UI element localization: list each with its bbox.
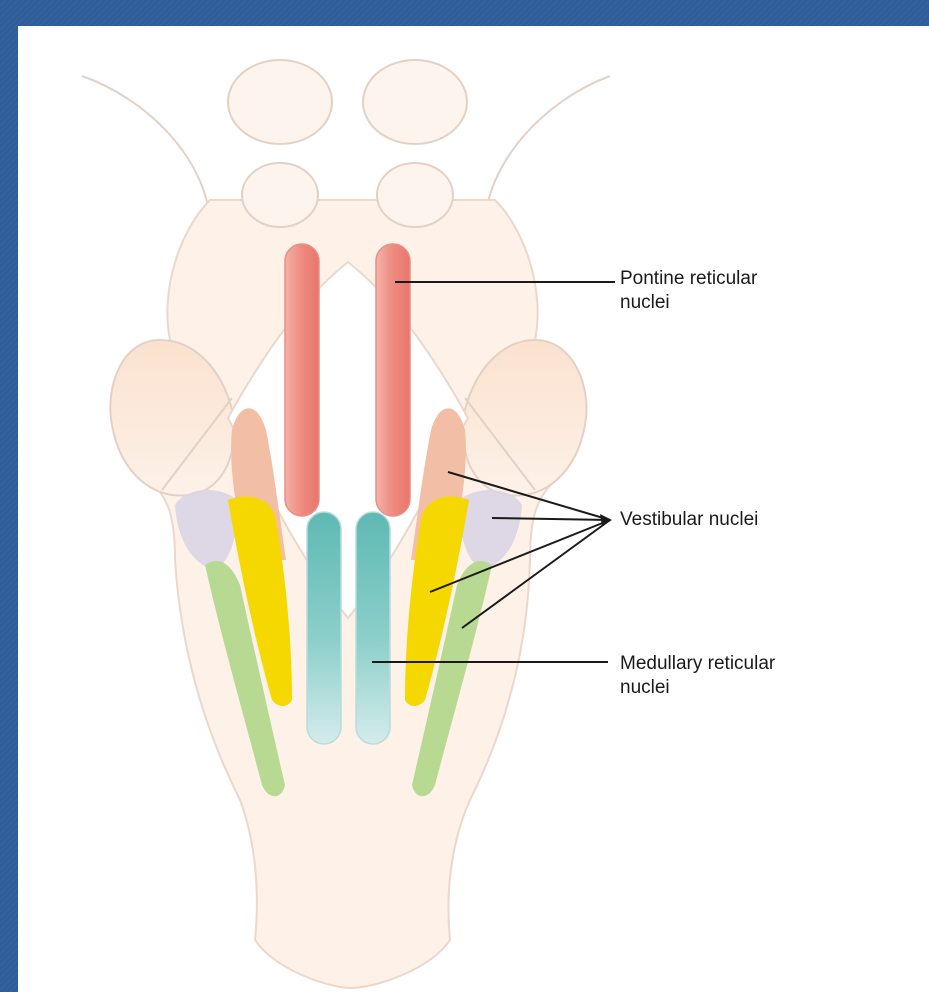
inferior-colliculus-left bbox=[242, 163, 318, 227]
superior-colliculus-right bbox=[363, 60, 467, 144]
pontine-reticular-nuclei-label: Pontine reticular nuclei bbox=[620, 267, 757, 315]
vestibular-nuclei-label: Vestibular nuclei bbox=[620, 508, 758, 532]
midbrain-outline-left bbox=[82, 76, 210, 220]
medullary-reticular-column-left bbox=[307, 512, 341, 744]
inferior-colliculus-right bbox=[377, 163, 453, 227]
figure-panel: Pontine reticular nuclei Vestibular nucl… bbox=[18, 26, 929, 992]
medullary-reticular-column-right bbox=[356, 512, 390, 744]
pontine-reticular-column-right bbox=[376, 244, 410, 516]
pontine-reticular-column-left bbox=[285, 244, 319, 516]
brainstem-diagram bbox=[18, 26, 929, 992]
superior-colliculus-left bbox=[228, 60, 332, 144]
vestibular-arrowhead bbox=[600, 514, 612, 526]
midbrain-outline-right bbox=[485, 76, 610, 220]
medullary-reticular-nuclei-label: Medullary reticular nuclei bbox=[620, 652, 775, 700]
